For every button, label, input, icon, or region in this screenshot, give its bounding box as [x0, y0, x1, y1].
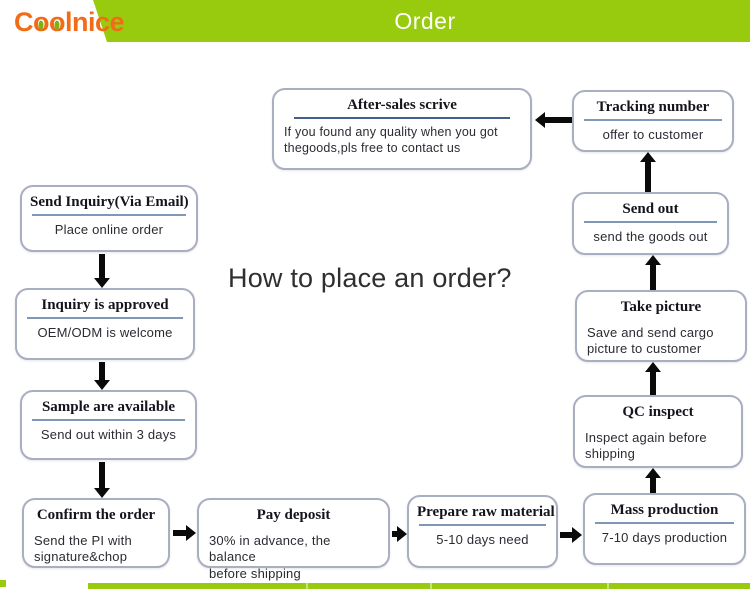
- header-banner: [93, 0, 750, 42]
- flow-box-pay-deposit: Pay deposit 30% in advance, the balance …: [197, 498, 390, 581]
- box-title: Send out: [622, 201, 679, 217]
- box-title: Mass production: [610, 502, 719, 518]
- flow-box-tracking-number: Tracking number offer to customer: [572, 90, 734, 152]
- box-title: Confirm the order: [36, 507, 156, 523]
- box-title: Take picture: [620, 299, 702, 315]
- flow-box-sample-available: Sample are available Send out within 3 d…: [20, 390, 197, 460]
- flow-box-send-out: Send out send the goods out: [572, 192, 729, 255]
- flow-box-take-picture: Take picture Save and send cargo picture…: [575, 290, 747, 362]
- box-title: Pay deposit: [256, 507, 331, 523]
- strip-divider: [306, 583, 308, 589]
- arrow-up-icon: [645, 162, 651, 192]
- arrow-up-icon: [650, 478, 656, 493]
- box-body: send the goods out: [593, 229, 708, 244]
- arrow-up-icon: [650, 265, 656, 290]
- box-body: 30% in advance, the balance before shipp…: [209, 533, 331, 581]
- main-title: How to place an order?: [228, 263, 512, 293]
- flow-box-qc-inspect: QC inspect Inspect again before shipping: [573, 395, 743, 468]
- box-title: Tracking number: [596, 99, 710, 115]
- box-title: After-sales scrive: [347, 97, 457, 113]
- title-divider: [27, 317, 183, 319]
- flow-box-after-sales: After-sales scrive If you found any qual…: [272, 88, 532, 170]
- logo-letters: lnice: [65, 7, 125, 37]
- arrow-down-icon: [99, 462, 105, 488]
- title-divider: [584, 119, 722, 121]
- box-body: 7-10 days production: [601, 530, 728, 545]
- logo-leaf-o-icon: o: [49, 7, 66, 37]
- flow-box-mass-production: Mass production 7-10 days production: [583, 493, 746, 565]
- flow-box-inquiry-approved: Inquiry is approved OEM/ODM is welcome: [15, 288, 195, 360]
- arrow-right-icon: [173, 530, 186, 536]
- arrow-right-icon: [392, 531, 397, 537]
- box-body: offer to customer: [602, 127, 704, 142]
- strip-divider: [607, 583, 609, 589]
- arrow-down-icon: [99, 362, 105, 380]
- box-body: Send the PI with signature&chop: [34, 533, 132, 565]
- title-divider: [294, 117, 510, 119]
- title-divider: [32, 419, 185, 421]
- flow-box-prepare-raw-material: Prepare raw material 5-10 days need: [407, 495, 558, 568]
- logo-letter: C: [14, 7, 34, 37]
- box-body: Send out within 3 days: [40, 427, 177, 442]
- box-body: Place online order: [54, 222, 164, 237]
- title-divider: [595, 522, 734, 524]
- box-title: Inquiry is approved: [41, 297, 169, 313]
- flow-box-confirm-order: Confirm the order Send the PI with signa…: [22, 498, 170, 568]
- strip-divider: [430, 583, 432, 589]
- box-title: Send Inquiry(Via Email): [30, 194, 189, 210]
- bottom-left-chip: [0, 580, 6, 587]
- arrow-down-icon: [99, 254, 105, 278]
- title-divider: [584, 221, 717, 223]
- arrow-left-icon: [545, 117, 572, 123]
- logo-leaf-o-icon: o: [33, 7, 50, 37]
- box-title: Sample are available: [41, 399, 176, 415]
- box-title: Prepare raw material: [417, 504, 555, 520]
- bottom-banner-strip: [88, 583, 750, 589]
- box-title: QC inspect: [622, 404, 694, 420]
- box-body: 5-10 days need: [436, 532, 529, 547]
- banner-title: Order: [394, 8, 456, 34]
- box-body: Inspect again before shipping: [585, 430, 707, 462]
- box-body: OEM/ODM is welcome: [37, 325, 173, 340]
- title-divider: [32, 214, 186, 216]
- flow-box-send-inquiry: Send Inquiry(Via Email) Place online ord…: [20, 185, 198, 252]
- box-body: Save and send cargo picture to customer: [587, 325, 714, 357]
- box-body: If you found any quality when you got th…: [284, 125, 498, 155]
- arrow-right-icon: [560, 532, 572, 538]
- title-divider: [419, 524, 546, 526]
- brand-logo: Coolnice: [14, 5, 125, 39]
- arrow-up-icon: [650, 372, 656, 395]
